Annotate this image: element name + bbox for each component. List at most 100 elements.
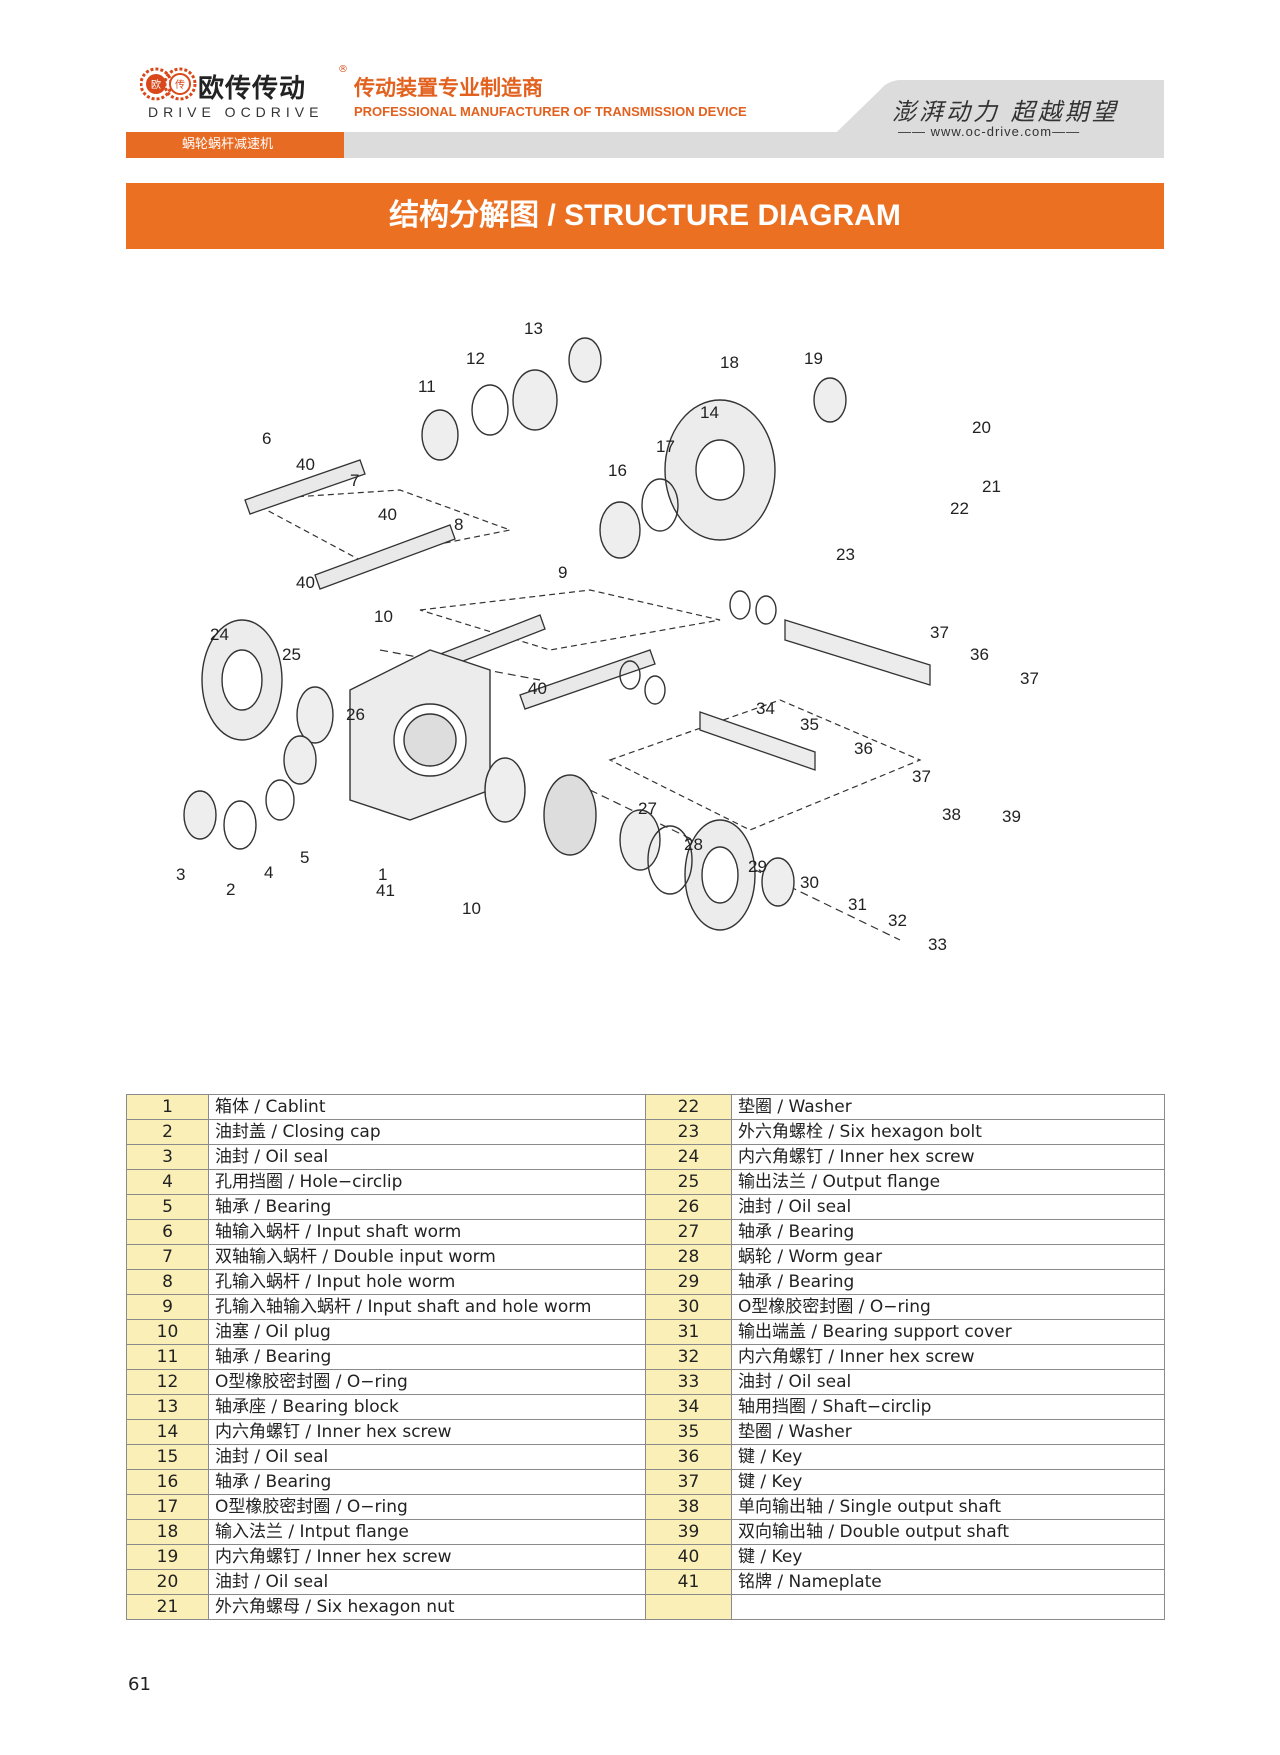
part-number: 26 (645, 1194, 732, 1220)
label-40d: 40 (528, 679, 547, 698)
label-40b: 40 (378, 505, 397, 524)
part-description: 孔用挡圈 / Hole−circlip (208, 1169, 646, 1195)
label-19: 19 (804, 349, 823, 368)
part-description: 轴承 / Bearing (731, 1269, 1165, 1295)
part-description: 轴用挡圈 / Shaft−circlip (731, 1394, 1165, 1420)
label-18: 18 (720, 353, 739, 372)
part-description: 双向输出轴 / Double output shaft (731, 1519, 1165, 1545)
tagline-cn: 传动装置专业制造商 (354, 76, 543, 100)
part-description: 孔输入轴输入蜗杆 / Input shaft and hole worm (208, 1294, 646, 1320)
label-30: 30 (800, 873, 819, 892)
part-description: 轴承 / Bearing (208, 1344, 646, 1370)
part-number: 39 (645, 1519, 732, 1545)
label-32: 32 (888, 911, 907, 930)
part-number: 25 (645, 1169, 732, 1195)
part-description: 输入法兰 / Intput flange (208, 1519, 646, 1545)
part-number: 9 (126, 1294, 209, 1320)
part-description: 外六角螺母 / Six hexagon nut (208, 1594, 646, 1620)
part-number: 17 (126, 1494, 209, 1520)
part-number: 2 (126, 1119, 209, 1145)
gearbox-housing (349, 649, 491, 821)
part-description: 垫圈 / Washer (731, 1094, 1165, 1120)
label-3: 3 (176, 865, 185, 884)
part-number: 8 (126, 1269, 209, 1295)
part-number: 14 (126, 1419, 209, 1445)
part-number: 4 (126, 1169, 209, 1195)
label-40a: 40 (296, 455, 315, 474)
part-description: 轴承 / Bearing (208, 1194, 646, 1220)
part-number: 12 (126, 1369, 209, 1395)
label-35: 35 (800, 715, 819, 734)
label-11: 11 (418, 377, 436, 396)
part-number: 13 (126, 1394, 209, 1420)
part-number: 37 (645, 1469, 732, 1495)
label-10b: 10 (462, 899, 481, 918)
label-36a: 36 (970, 645, 989, 664)
part-number: 27 (645, 1219, 732, 1245)
part-description: 油封 / Oil seal (208, 1444, 646, 1470)
part-description: 键 / Key (731, 1544, 1165, 1570)
registered-icon: ® (338, 64, 348, 75)
flanges (201, 399, 776, 931)
part-description: 垫圈 / Washer (731, 1419, 1165, 1445)
label-33: 33 (928, 935, 947, 954)
page-number: 61 (128, 1674, 151, 1695)
part-number: 36 (645, 1444, 732, 1470)
part-number: 22 (645, 1094, 732, 1120)
part-number: 18 (126, 1519, 209, 1545)
label-1: 1 (378, 865, 387, 884)
part-description: 内六角螺钉 / Inner hex screw (208, 1419, 646, 1445)
label-25: 25 (282, 645, 301, 664)
part-number: 28 (645, 1244, 732, 1270)
part-labels: 1 2 3 4 5 6 7 8 9 10 10 11 12 13 14 15 1… (176, 320, 1039, 954)
label-16: 16 (608, 461, 627, 480)
label-36b: 36 (854, 739, 873, 758)
label-39: 39 (1002, 807, 1021, 826)
part-description: 轴承 / Bearing (731, 1219, 1165, 1245)
label-40c: 40 (296, 573, 315, 592)
part-description: 输出端盖 / Bearing support cover (731, 1319, 1165, 1345)
label-5: 5 (300, 848, 309, 867)
part-description: 油封盖 / Closing cap (208, 1119, 646, 1145)
part-description: 内六角螺钉 / Inner hex screw (208, 1544, 646, 1570)
label-41: 41 (376, 881, 395, 900)
part-number: 11 (126, 1344, 209, 1370)
part-number: 21 (126, 1594, 209, 1620)
brand-name-en: DRIVE OCDRIVE (148, 104, 324, 120)
part-description: 双轴输入蜗杆 / Double input worm (208, 1244, 646, 1270)
part-number: 31 (645, 1319, 732, 1345)
part-description: 油封 / Oil seal (731, 1369, 1165, 1395)
part-number: 5 (126, 1194, 209, 1220)
slogan: 澎湃动力 超越期望 (892, 98, 1119, 126)
part-number: 3 (126, 1144, 209, 1170)
website: —— www.oc-drive.com—— (898, 124, 1081, 139)
part-number (645, 1594, 732, 1620)
part-description: 油封 / Oil seal (208, 1144, 646, 1170)
part-number: 15 (126, 1444, 209, 1470)
category-tab: 蜗轮蜗杆减速机 (126, 132, 344, 158)
part-description: O型橡胶密封圈 / O−ring (208, 1369, 646, 1395)
label-7: 7 (350, 471, 359, 490)
part-number: 10 (126, 1319, 209, 1345)
part-number: 23 (645, 1119, 732, 1145)
label-21: 21 (982, 477, 1001, 496)
label-17: 17 (656, 437, 675, 456)
part-description: 蜗轮 / Worm gear (731, 1244, 1165, 1270)
label-27: 27 (638, 799, 657, 818)
part-description: 轴承座 / Bearing block (208, 1394, 646, 1420)
label-12: 12 (466, 349, 485, 368)
section-banner: 结构分解图 / STRUCTURE DIAGRAM (126, 183, 1164, 249)
